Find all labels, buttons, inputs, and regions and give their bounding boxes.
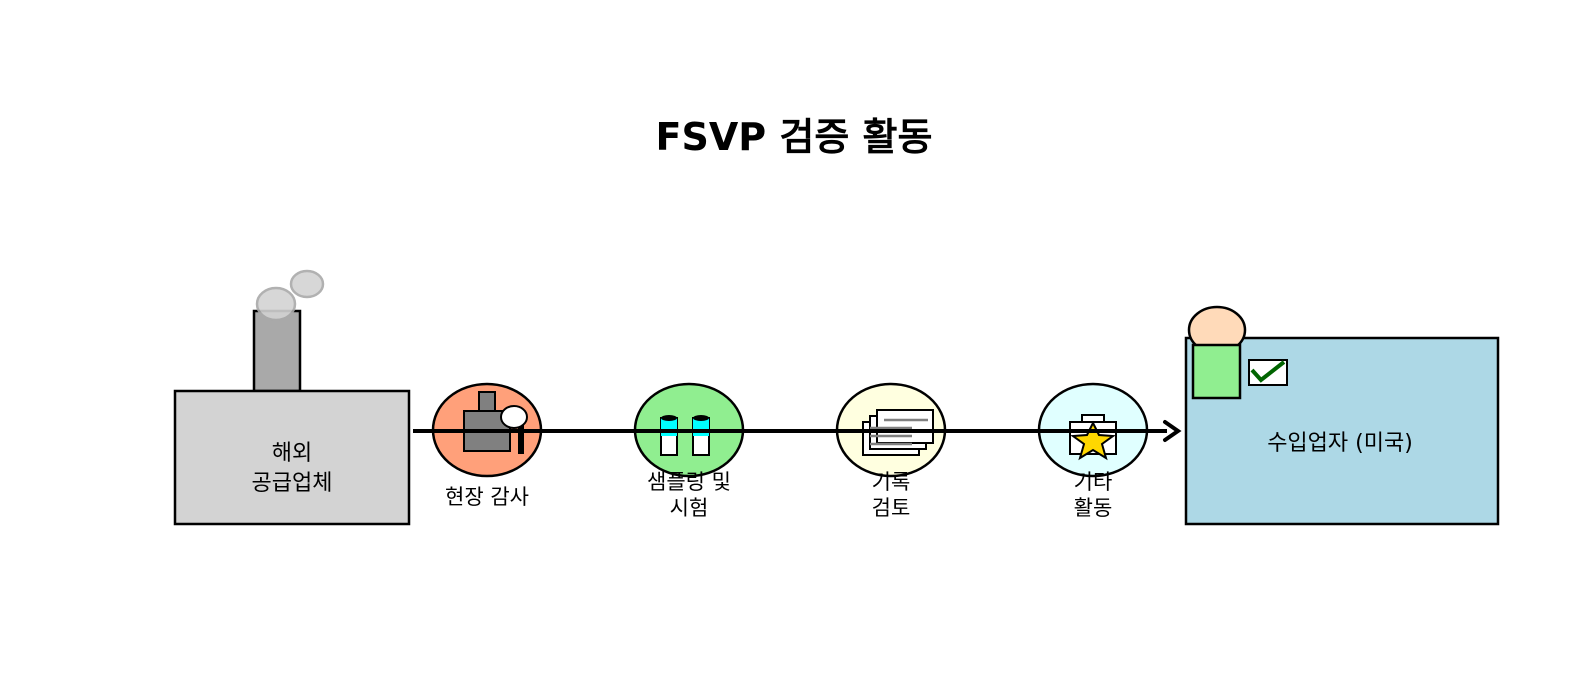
supplier-label-line2: 공급업체 xyxy=(252,471,333,496)
activity-label-line1: 샘플링 및 xyxy=(647,470,731,494)
flow-arrow-head xyxy=(1163,420,1182,442)
activity-label-line1: 현장 감사 xyxy=(445,485,529,509)
documents-icon xyxy=(862,409,934,456)
checkmark-icon xyxy=(1248,359,1288,386)
person-body-icon xyxy=(1191,343,1242,400)
supplier-label-line1: 해외 xyxy=(272,441,312,466)
activity-label-line2: 활동 xyxy=(1074,496,1113,520)
smoke-puff-small xyxy=(255,286,297,322)
activity-label-line1: 기록 xyxy=(872,470,911,494)
activity-label-line2: 시험 xyxy=(670,496,709,520)
importer: 수입업자 (미국) xyxy=(1184,305,1500,526)
supplier-building xyxy=(173,389,411,526)
factory-chimney xyxy=(252,309,302,393)
activity-label-line2: 검토 xyxy=(872,496,911,520)
diagram-title: FSVP 검증 활동 xyxy=(656,115,933,159)
importer-label: 수입업자 (미국) xyxy=(1267,431,1413,456)
activity-label-line1: 기타 xyxy=(1074,470,1113,494)
test-tubes-icon xyxy=(660,415,710,456)
smoke-puff-large xyxy=(289,269,325,299)
foreign-supplier: 해외 공급업체 xyxy=(173,269,411,526)
activity-onsite-audit: 현장 감사 xyxy=(431,382,543,509)
star-box-icon xyxy=(1069,414,1117,461)
